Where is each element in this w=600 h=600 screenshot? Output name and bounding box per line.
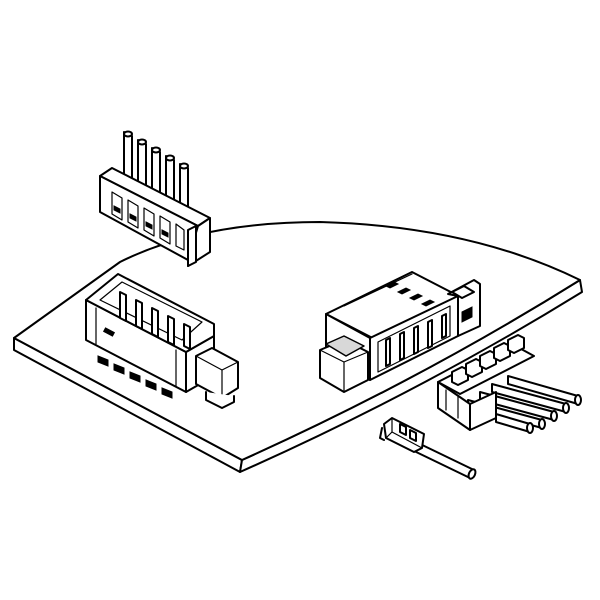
crimp-terminal — [379, 417, 477, 480]
vertical-header-tails — [97, 355, 173, 399]
right-angle-header — [319, 271, 481, 393]
mating-housing-wires — [467, 375, 582, 434]
mating-housing-side — [469, 391, 497, 431]
wire-housing-latch — [187, 225, 197, 267]
vertical-header — [85, 273, 239, 409]
right-angle-header-pins — [385, 313, 447, 367]
right-angle-header-ribs — [343, 273, 436, 307]
vertical-header-fitting-nail — [195, 347, 239, 399]
wire-housing — [99, 130, 211, 267]
pcb-board-top — [13, 221, 581, 461]
wire-housing-lances — [111, 191, 185, 251]
mating-housing — [437, 334, 582, 434]
pcb-board — [13, 221, 583, 473]
mating-housing-ribs — [451, 334, 525, 386]
vertical-header-pins — [119, 291, 191, 350]
